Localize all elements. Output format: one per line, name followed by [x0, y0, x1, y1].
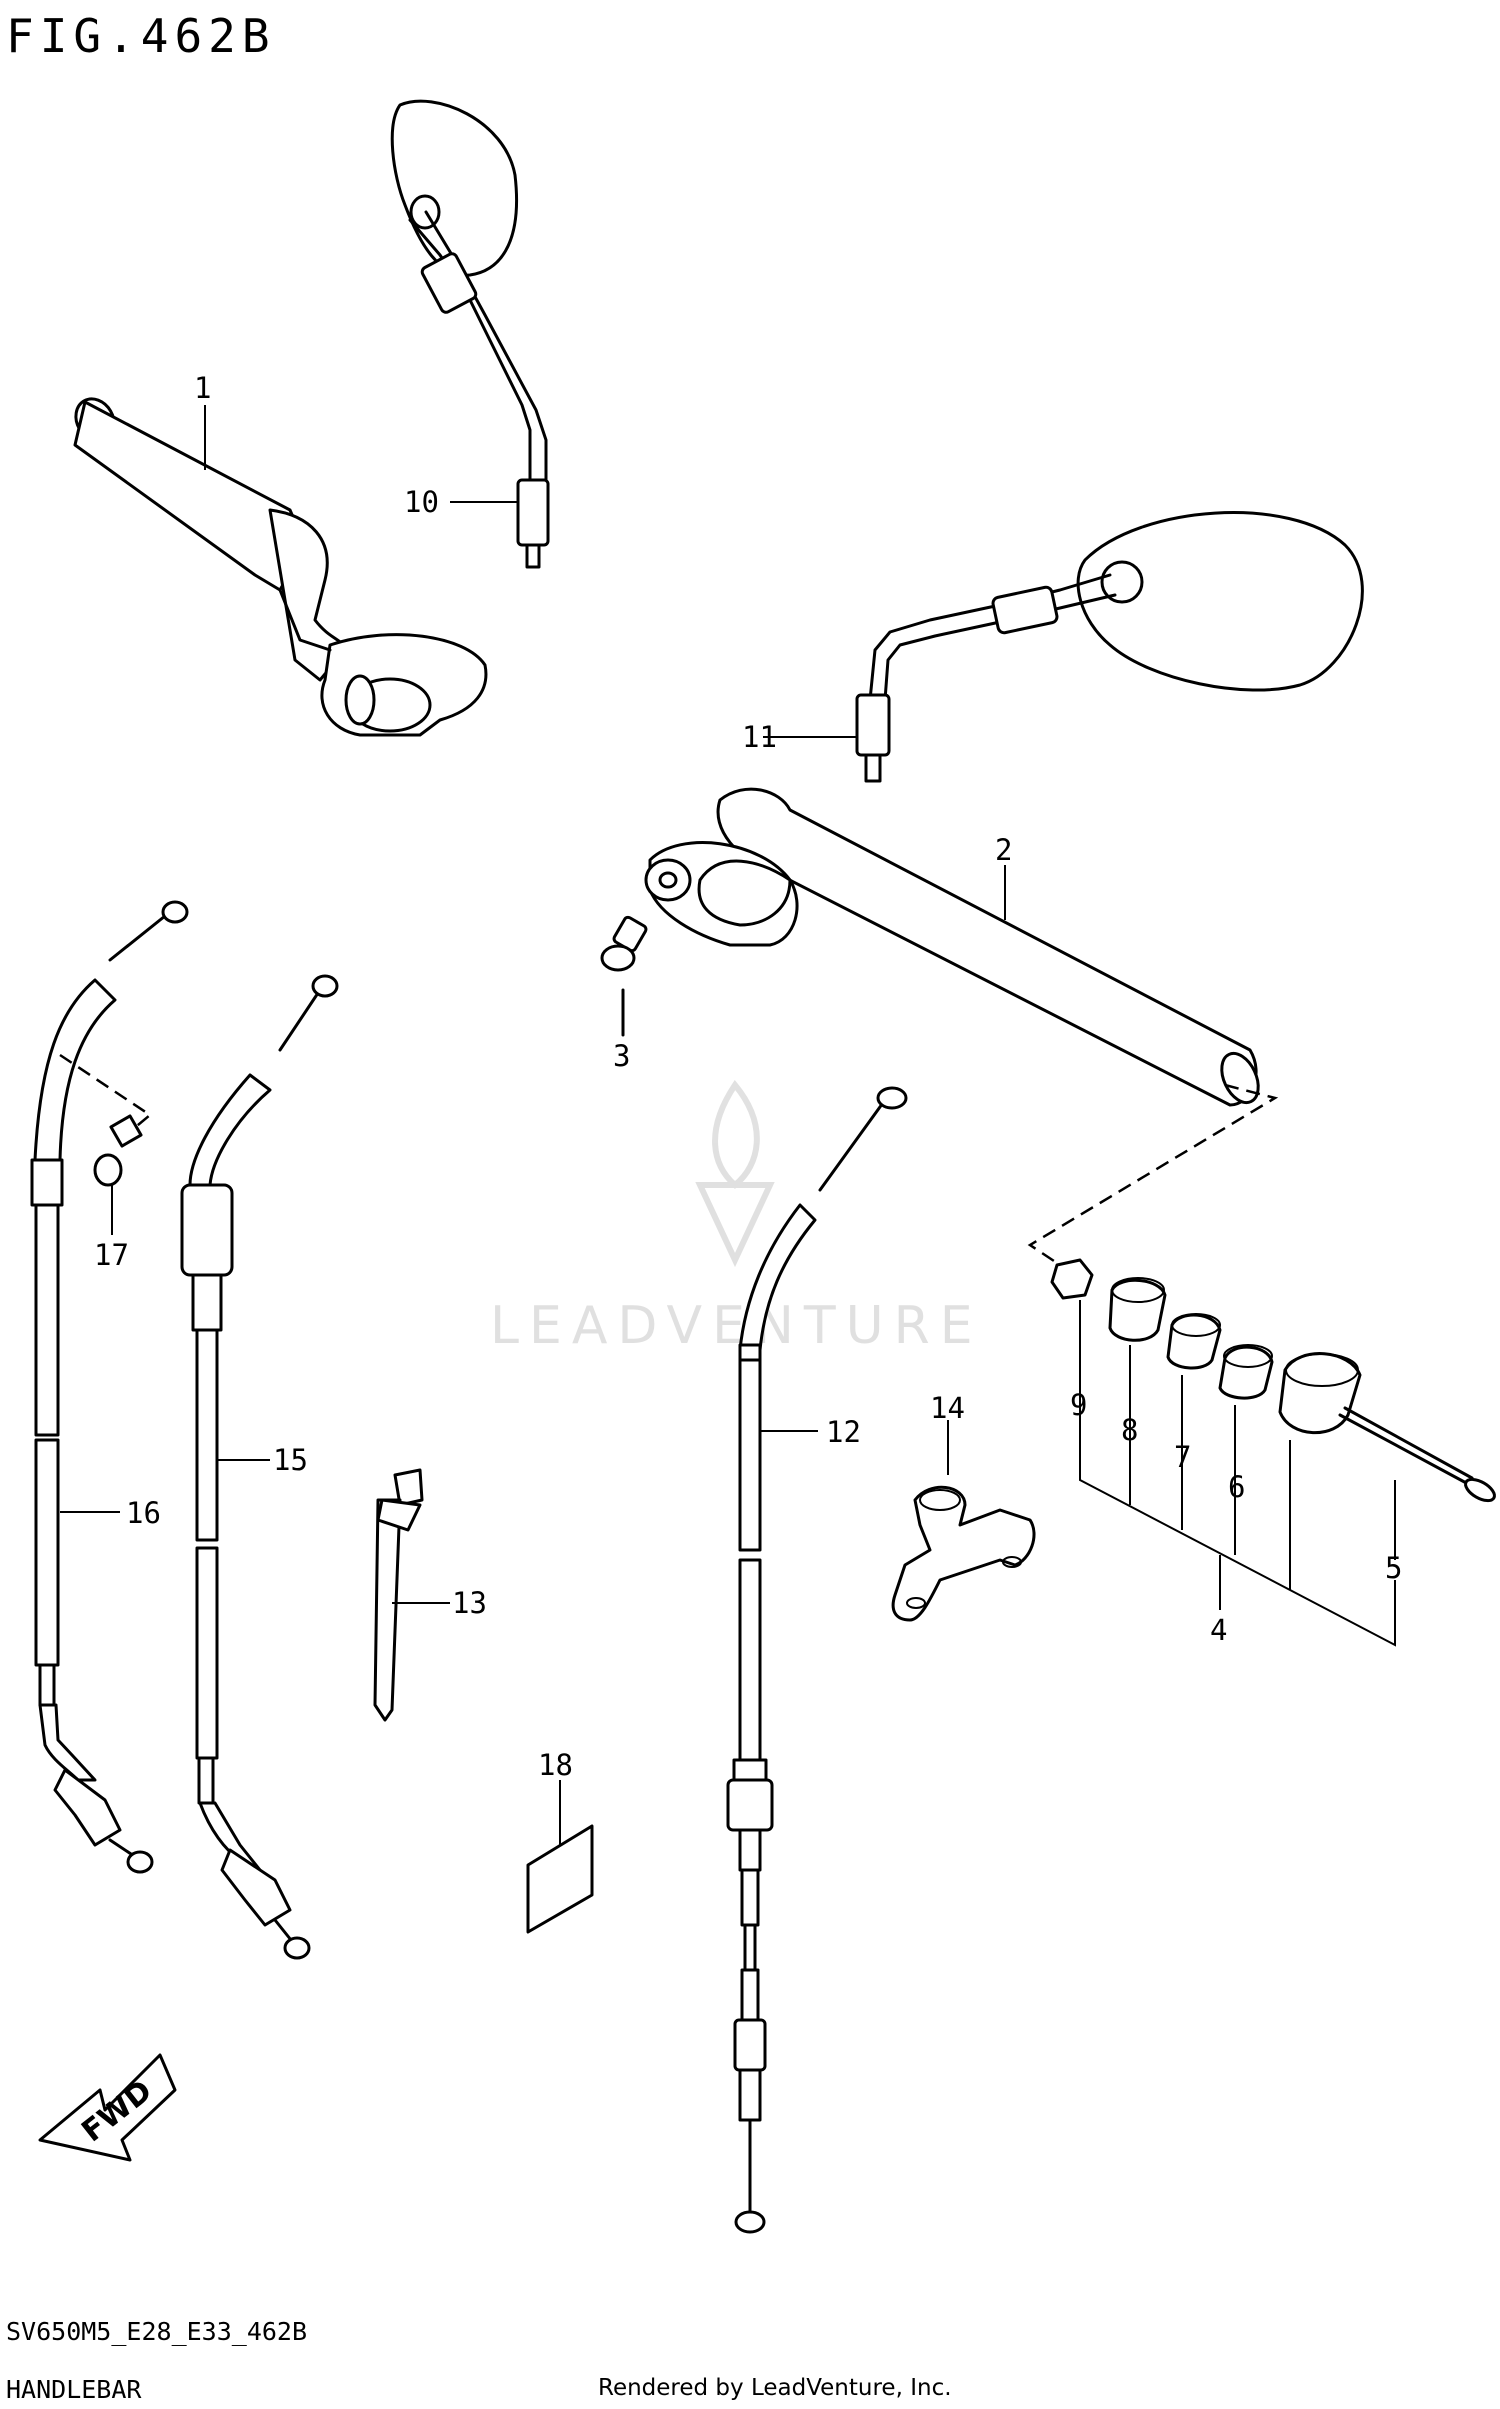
handlebar-bolt[interactable]	[600, 915, 648, 1037]
cable-tie[interactable]	[373, 1468, 424, 1722]
callout-10[interactable]: 10	[404, 485, 439, 519]
right-mirror[interactable]	[855, 511, 1364, 783]
figure-title: FIG.462B	[6, 9, 276, 63]
callout-7[interactable]: 7	[1174, 1440, 1191, 1474]
callout-9[interactable]: 9	[1070, 1388, 1087, 1422]
left-mirror[interactable]	[390, 99, 550, 569]
balancer-group-bracket	[1079, 1300, 1396, 1647]
callout-5[interactable]: 5	[1385, 1551, 1402, 1585]
callout-12[interactable]: 12	[826, 1415, 861, 1449]
right-handlebar[interactable]	[644, 787, 1265, 1108]
callout-2[interactable]: 2	[995, 833, 1012, 867]
watermark-text: LEADVENTURE	[490, 1296, 983, 1356]
callout-3[interactable]: 3	[613, 1039, 630, 1073]
assembly-dash-line	[1027, 1083, 1279, 1267]
callout-16[interactable]: 16	[126, 1496, 161, 1530]
balancer-screw[interactable]	[1338, 1406, 1498, 1505]
render-credit: Rendered by LeadVenture, Inc.	[598, 2375, 952, 2401]
callout-8[interactable]: 8	[1121, 1413, 1138, 1447]
balancer-spacer-6[interactable]	[1218, 1344, 1274, 1400]
section-name: HANDLEBAR	[6, 2375, 142, 2404]
callout-11[interactable]: 11	[742, 720, 777, 754]
screw[interactable]	[59, 1053, 153, 1187]
callout-6[interactable]: 6	[1228, 1470, 1245, 1504]
callout-15[interactable]: 15	[273, 1443, 308, 1477]
callout-14[interactable]: 14	[930, 1391, 965, 1425]
cable-guide[interactable]	[891, 1485, 1036, 1622]
balancer-spacer-7[interactable]	[1166, 1313, 1222, 1370]
balancer-weight[interactable]	[1278, 1352, 1362, 1435]
throttle-cable-2[interactable]	[180, 974, 339, 1960]
leader-lines	[60, 405, 1006, 1845]
balancer-nut[interactable]	[1050, 1258, 1094, 1300]
throttle-cable-1[interactable]	[30, 900, 189, 1874]
callout-4[interactable]: 4	[1210, 1613, 1227, 1647]
forward-arrow: FWD	[38, 2053, 177, 2162]
label-sticker[interactable]	[526, 1824, 594, 1934]
callout-13[interactable]: 13	[452, 1586, 487, 1620]
callout-18[interactable]: 18	[538, 1748, 573, 1782]
callout-1[interactable]: 1	[194, 371, 211, 405]
balancer-spacer-8[interactable]	[1108, 1277, 1167, 1342]
left-handlebar[interactable]	[68, 392, 488, 737]
callout-17[interactable]: 17	[94, 1238, 129, 1272]
watermark: LEADVENTURE	[490, 1079, 983, 1356]
callouts: 1 2 3 4 5 6 7 8 9 10 11 12 13 14 15 16 1…	[94, 371, 1402, 1782]
model-code: SV650M5_E28_E33_462B	[6, 2317, 307, 2346]
clutch-cable[interactable]	[726, 1086, 908, 2234]
